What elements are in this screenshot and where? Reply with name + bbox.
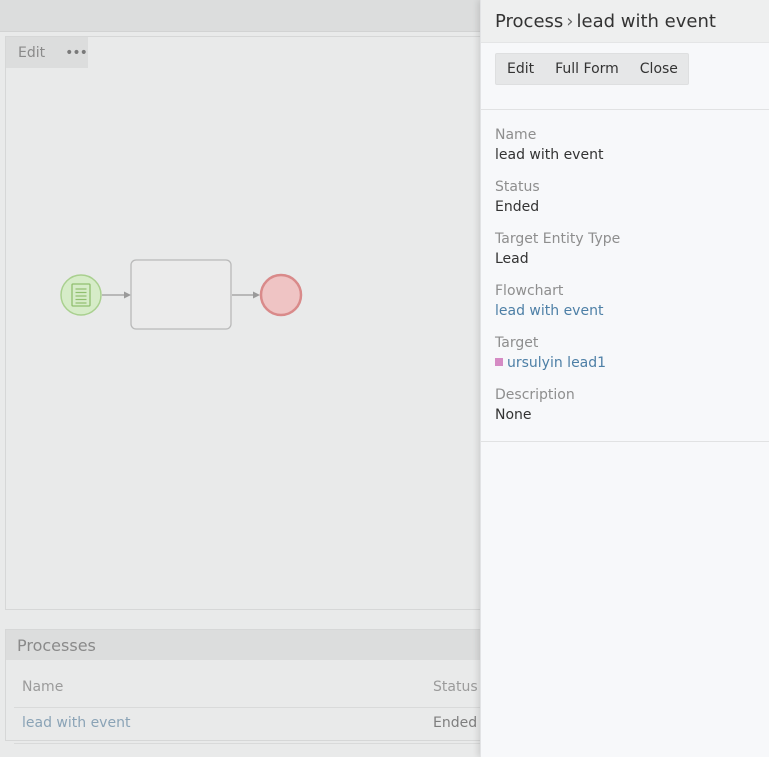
- processes-table: Name Status lead with event Ended: [14, 672, 498, 744]
- sequence-flow-arrow[interactable]: [232, 291, 260, 299]
- action-button-group: Edit Full Form Close: [495, 53, 689, 85]
- task-node[interactable]: [130, 259, 232, 330]
- column-header-name: Name: [22, 679, 64, 695]
- flowchart-link[interactable]: lead with event: [495, 303, 604, 319]
- column-header-status: Status: [433, 679, 478, 695]
- field-target-entity-type: Target Entity Type Lead: [495, 230, 755, 270]
- processes-panel-title: Processes: [6, 630, 504, 660]
- field-value: None: [495, 407, 532, 423]
- processes-panel: Processes Name Status lead with event En…: [5, 629, 505, 744]
- sequence-flow-arrow[interactable]: [102, 291, 131, 299]
- more-options-icon[interactable]: •••: [65, 44, 88, 61]
- detail-fields: Name lead with event Status Ended Target…: [481, 110, 769, 442]
- entity-color-marker: [495, 358, 503, 366]
- field-label: Target: [495, 335, 539, 351]
- field-label: Target Entity Type: [495, 231, 621, 247]
- field-label: Status: [495, 179, 540, 195]
- breadcrumb-scope[interactable]: Process: [495, 11, 564, 32]
- table-row: lead with event Ended: [14, 708, 498, 744]
- canvas-edit-button[interactable]: Edit: [18, 44, 46, 61]
- start-event[interactable]: [60, 274, 102, 316]
- field-status: Status Ended: [495, 178, 755, 218]
- field-value: Lead: [495, 251, 529, 267]
- field-name: Name lead with event: [495, 126, 755, 166]
- target-value: ursulyin lead1: [495, 353, 755, 374]
- document-icon: [71, 283, 91, 307]
- end-event[interactable]: [259, 273, 303, 317]
- field-label: Flowchart: [495, 283, 564, 299]
- flowchart-diagram: [60, 259, 303, 330]
- breadcrumb-separator: ›: [566, 11, 574, 32]
- breadcrumb-record: lead with event: [576, 11, 716, 32]
- process-status: Ended: [433, 715, 478, 731]
- close-button[interactable]: Close: [639, 61, 678, 77]
- full-form-button[interactable]: Full Form: [555, 61, 619, 77]
- panel-header: Process›lead with event: [481, 0, 769, 43]
- field-label: Name: [495, 127, 537, 143]
- field-target: Target ursulyin lead1: [495, 334, 755, 374]
- edit-button[interactable]: Edit: [507, 61, 535, 77]
- panel-actions: Edit Full Form Close: [481, 43, 769, 110]
- field-value: Ended: [495, 199, 540, 215]
- process-detail-panel: Process›lead with event Edit Full Form C…: [480, 0, 769, 757]
- field-flowchart: Flowchart lead with event: [495, 282, 755, 322]
- table-header-row: Name Status: [14, 672, 498, 708]
- canvas-toolbar: Edit •••: [6, 37, 88, 68]
- field-description: Description None: [495, 386, 755, 426]
- target-link[interactable]: ursulyin lead1: [507, 355, 607, 371]
- field-label: Description: [495, 387, 575, 403]
- flowchart-canvas[interactable]: Edit •••: [5, 36, 505, 610]
- field-value: lead with event: [495, 147, 604, 163]
- process-name-link[interactable]: lead with event: [22, 715, 131, 731]
